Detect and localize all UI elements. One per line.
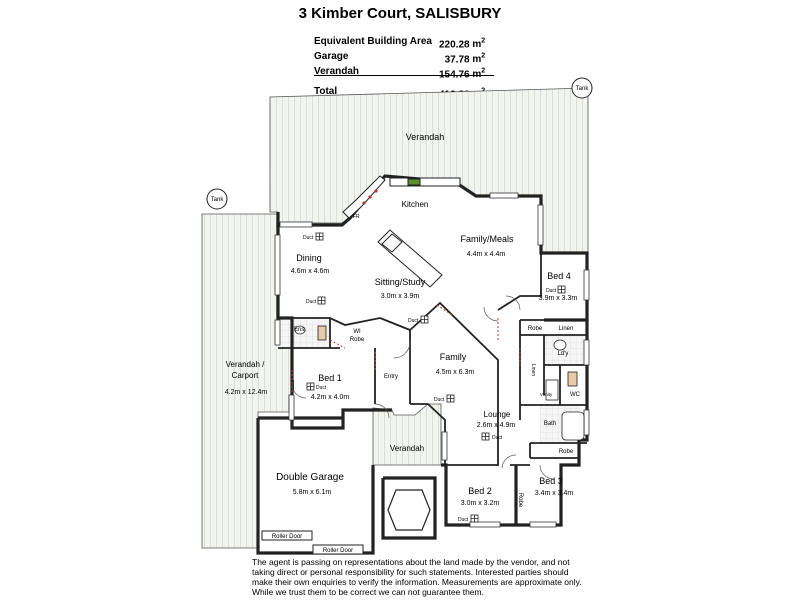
room-family-meals: Family/Meals bbox=[460, 234, 514, 244]
area-value: 220.28 m2 bbox=[439, 38, 486, 51]
svg-text:Duct: Duct bbox=[492, 435, 503, 441]
roller-door-label: Roller Door bbox=[272, 534, 302, 540]
laundry-floor bbox=[544, 335, 584, 365]
tank-label: Tank bbox=[576, 86, 590, 92]
area-label: Equivalent Building Area bbox=[314, 36, 432, 47]
area-row-verandah: Verandah 154.76 m2 bbox=[314, 64, 494, 81]
room-bed1-dim: 4.2m x 4.0m bbox=[311, 394, 350, 401]
room-robe-3: Robe bbox=[517, 493, 523, 508]
duct-labels: Duct Duct Duct Duct Duct Duct Duct Duct bbox=[303, 235, 557, 523]
room-verandah-carport-line1: Verandah / bbox=[226, 360, 265, 369]
area-value: 154.76 m2 bbox=[439, 68, 486, 81]
room-bath: Bath bbox=[544, 421, 556, 427]
area-label: Verandah bbox=[314, 66, 360, 77]
room-verandah-front: Verandah bbox=[390, 444, 424, 453]
room-dining-dim: 4.6m x 4.6m bbox=[291, 268, 330, 275]
room-robe-1: Robe bbox=[528, 326, 543, 332]
windows bbox=[274, 179, 590, 528]
verandah-front-deck bbox=[372, 403, 442, 466]
kitchen-bench bbox=[342, 175, 461, 219]
room-bed3: Bed 3 bbox=[539, 476, 563, 486]
disclaimer-text: The agent is passing on representations … bbox=[252, 557, 582, 597]
total-divider bbox=[314, 75, 494, 76]
area-row-building: Equivalent Building Area 220.28 m2 bbox=[314, 34, 494, 51]
area-label: Total bbox=[314, 86, 338, 97]
tank-left: Tank bbox=[206, 188, 228, 210]
room-lounge-dim: 2.6m x 4.9m bbox=[477, 422, 516, 429]
room-linen-1: Linen bbox=[559, 326, 574, 332]
room-kitchen: Kitchen bbox=[402, 200, 429, 209]
room-bed3-dim: 3.4m x 3.4m bbox=[535, 490, 574, 497]
room-dining: Dining bbox=[296, 253, 322, 263]
room-lounge: Lounge bbox=[484, 410, 511, 419]
room-verandah-carport-dim: 4.2m x 12.4m bbox=[225, 389, 268, 396]
room-sitting-study: Sitting/Study bbox=[375, 277, 426, 287]
room-wc: WC bbox=[570, 392, 581, 398]
fixtures bbox=[294, 325, 585, 441]
room-bed4-dim: 3.9m x 3.3m bbox=[539, 295, 578, 302]
bath-tub-icon bbox=[561, 411, 585, 441]
door-swings bbox=[291, 295, 555, 480]
room-entry: Entry bbox=[384, 374, 398, 380]
room-labels: Verandah Kitchen Family/Meals 4.4m x 4.4… bbox=[225, 132, 581, 508]
svg-text:Duct: Duct bbox=[408, 318, 419, 324]
room-bed4: Bed 4 bbox=[547, 271, 571, 281]
room-bed2-dim: 3.0m x 3.2m bbox=[461, 500, 500, 507]
svg-text:Duct: Duct bbox=[458, 517, 469, 523]
svg-text:Duct: Duct bbox=[306, 299, 317, 305]
room-wirobe-line2: Robe bbox=[350, 337, 365, 343]
room-linen-2: Linen bbox=[530, 364, 536, 376]
room-verandah-carport-line2: Carport bbox=[232, 371, 259, 380]
svg-text:Duct: Duct bbox=[434, 397, 445, 403]
room-wirobe-line1: WI bbox=[353, 329, 361, 335]
porch bbox=[387, 489, 431, 531]
room-bed2: Bed 2 bbox=[468, 486, 492, 496]
laundry-tub-icon bbox=[553, 339, 567, 351]
basin-icon bbox=[294, 325, 306, 335]
page-title: 3 Kimber Court, SALISBURY bbox=[298, 5, 502, 22]
area-row-garage: Garage 37.78 m2 bbox=[314, 49, 494, 66]
area-value: 37.78 m2 bbox=[444, 53, 486, 66]
room-laundry: Ld'y bbox=[558, 351, 569, 357]
room-robe-2: Robe bbox=[559, 449, 574, 455]
room-family-dim: 4.5m x 6.3m bbox=[436, 369, 475, 376]
room-double-garage-dim: 5.8m x 6.1m bbox=[293, 489, 332, 496]
room-ensuite: Ens. bbox=[294, 327, 306, 333]
svg-text:Duct: Duct bbox=[303, 235, 314, 241]
room-double-garage: Double Garage bbox=[276, 472, 344, 483]
svg-text:Duct: Duct bbox=[316, 385, 327, 391]
tank-top-right: Tank bbox=[571, 77, 593, 99]
kitchen-island bbox=[377, 229, 443, 288]
room-bed1: Bed 1 bbox=[318, 373, 342, 383]
vanity-icon bbox=[545, 379, 559, 401]
room-sitting-study-dim: 3.0m x 3.9m bbox=[381, 293, 420, 300]
room-family: Family bbox=[440, 352, 467, 362]
roller-door-label: Roller Door bbox=[323, 548, 353, 554]
fridge-label: FR bbox=[353, 214, 360, 220]
tank-label: Tank bbox=[211, 197, 225, 203]
room-verandah-top: Verandah bbox=[406, 132, 445, 142]
area-label: Garage bbox=[314, 51, 349, 62]
toilet-icon bbox=[317, 325, 327, 341]
room-family-meals-dim: 4.4m x 4.4m bbox=[467, 251, 506, 258]
wc-toilet-icon bbox=[567, 371, 578, 387]
duct-icons bbox=[306, 232, 566, 523]
roller-doors: Roller Door Roller Door bbox=[261, 530, 364, 555]
room-vanity: Vanity bbox=[540, 392, 553, 397]
svg-text:Duct: Duct bbox=[546, 288, 557, 294]
